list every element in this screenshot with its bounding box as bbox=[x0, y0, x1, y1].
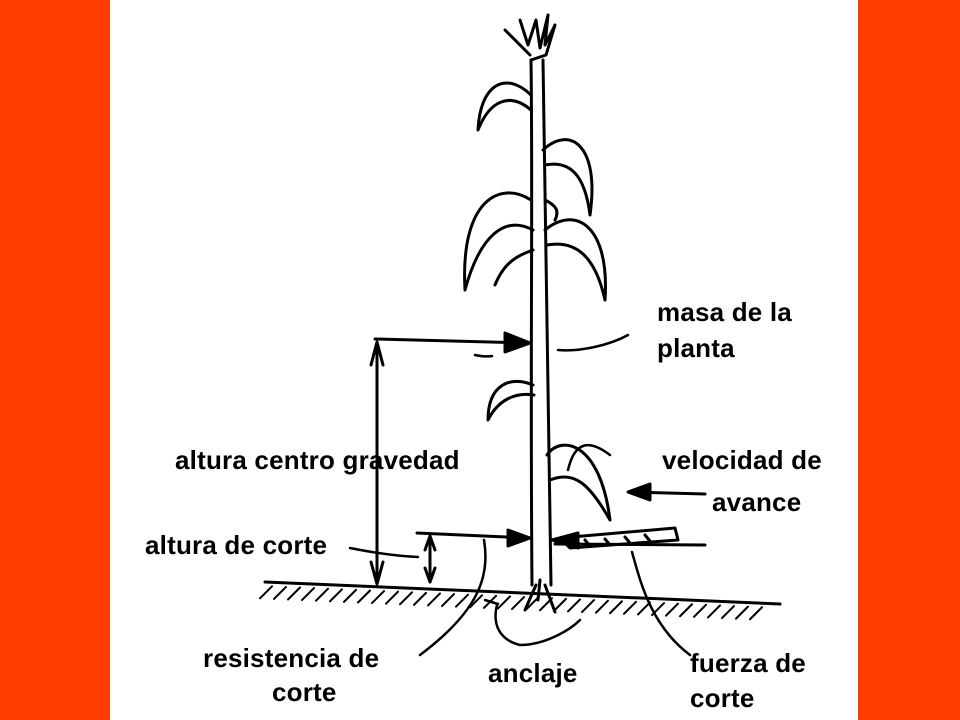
leader-lines bbox=[348, 333, 692, 657]
soil-hatch-mark bbox=[581, 599, 595, 614]
label-masa-line2: planta bbox=[657, 333, 735, 363]
soil-hatch-mark bbox=[525, 596, 539, 611]
soil-hatch-mark bbox=[497, 595, 511, 610]
soil-hatch-mark bbox=[469, 594, 483, 609]
soil-hatch-mark bbox=[343, 588, 357, 603]
soil-hatch-mark bbox=[567, 598, 581, 613]
soil-hatch-mark bbox=[679, 603, 693, 618]
soil-hatch-mark bbox=[371, 590, 385, 605]
label-velocidad-line1: velocidad de bbox=[662, 445, 822, 475]
soil-hatch-mark bbox=[399, 591, 413, 606]
soil-hatch-mark bbox=[329, 588, 343, 603]
soil-hatch-mark bbox=[427, 592, 441, 607]
soil-hatch-mark bbox=[665, 602, 679, 617]
soil-hatch-mark bbox=[441, 593, 455, 608]
soil-hatch-mark bbox=[357, 589, 371, 604]
soil-hatch-mark bbox=[735, 605, 749, 620]
left-color-band bbox=[0, 0, 110, 720]
soil-hatch-mark bbox=[595, 599, 609, 614]
ground-line bbox=[263, 580, 782, 606]
soil-hatch-mark bbox=[385, 590, 399, 605]
soil-hatch-mark bbox=[455, 593, 469, 608]
label-altura-centro-gravedad: altura centro gravedad bbox=[175, 445, 460, 475]
right-color-band bbox=[858, 0, 960, 720]
corn-plant-icon bbox=[463, 13, 612, 614]
soil-hatch-mark bbox=[315, 587, 329, 602]
soil-hatch-mark bbox=[287, 586, 301, 601]
soil-hatch-mark bbox=[707, 604, 721, 619]
label-altura-de-corte: altura de corte bbox=[145, 530, 328, 560]
soil-hatch-mark bbox=[637, 601, 651, 616]
label-masa-line1: masa de la bbox=[657, 297, 792, 327]
soil-hatch-mark bbox=[301, 587, 315, 602]
label-resistencia-line1: resistencia de bbox=[203, 643, 380, 673]
soil-hatch-mark bbox=[721, 605, 735, 620]
soil-hatch-mark bbox=[413, 591, 427, 606]
soil-hatch-mark bbox=[511, 596, 525, 611]
label-fuerza-line1: fuerza de bbox=[690, 648, 806, 678]
label-fuerza-line2: corte bbox=[690, 683, 755, 713]
soil-hatch-mark bbox=[749, 606, 763, 621]
label-anclaje: anclaje bbox=[488, 658, 578, 688]
soil-hatch-mark bbox=[609, 600, 623, 615]
soil-hatch-mark bbox=[553, 597, 567, 612]
soil-hatch-mark bbox=[273, 585, 287, 600]
soil-hatch-mark bbox=[623, 600, 637, 615]
soil-hatch-mark bbox=[693, 603, 707, 618]
label-resistencia-line2: corte bbox=[272, 677, 337, 707]
label-velocidad-line2: avance bbox=[712, 487, 802, 517]
dimension-arrows bbox=[369, 331, 707, 586]
soil-hatch-mark bbox=[259, 585, 273, 600]
